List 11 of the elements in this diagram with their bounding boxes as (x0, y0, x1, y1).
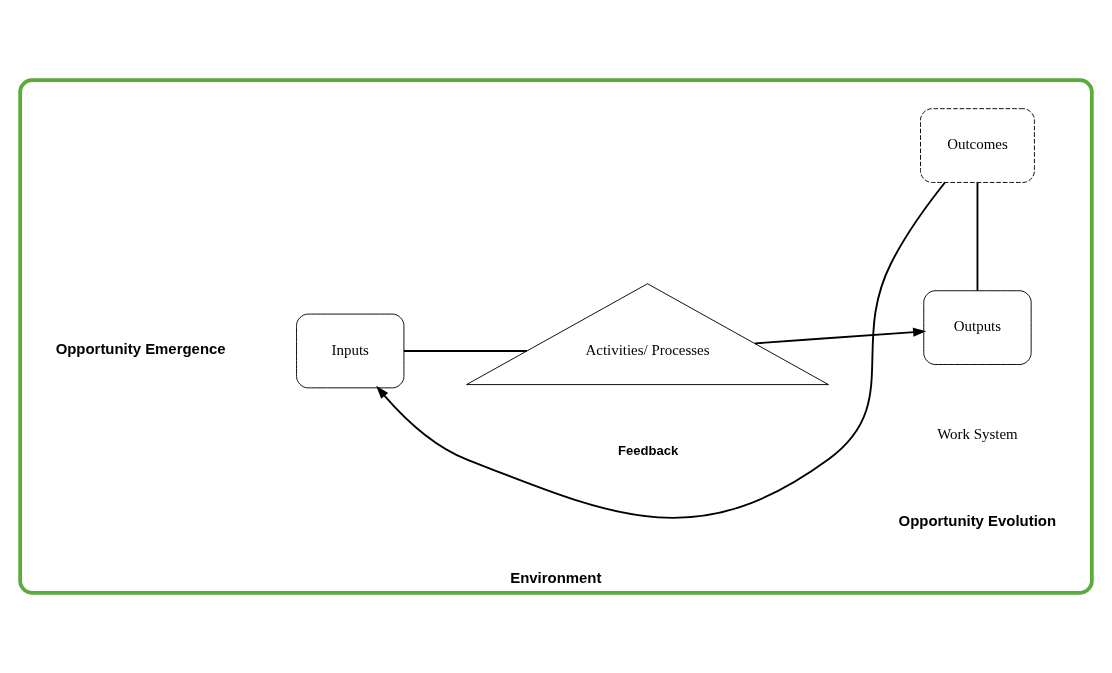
label: Opportunity Emergence (55, 339, 226, 357)
node-box: Inputs (296, 313, 405, 389)
connector (976, 181, 979, 292)
arrow (754, 327, 927, 345)
label: Opportunity Evolution (898, 512, 1057, 530)
node-box: Outcomes (920, 108, 1035, 183)
node-box: Outputs (923, 290, 1032, 365)
arrow (376, 181, 946, 519)
edge-label: Feedback (618, 442, 679, 458)
connector (403, 350, 528, 352)
label: Work System (937, 426, 1018, 443)
